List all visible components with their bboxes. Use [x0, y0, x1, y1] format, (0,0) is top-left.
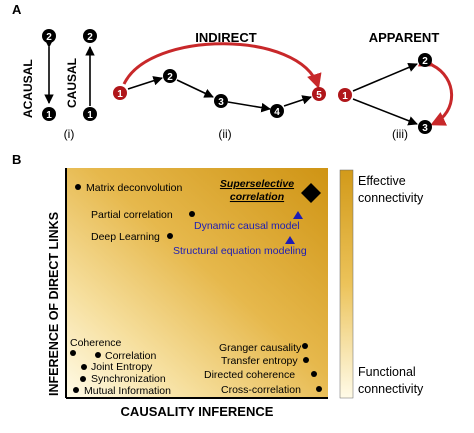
- apparent-node-2: [418, 53, 432, 67]
- indirect-edge-4-5: [283, 95, 312, 107]
- indirect-node-2-label: 2: [167, 72, 173, 83]
- causal-node-1-label: 1: [87, 110, 93, 121]
- apparent-node-2-label: 2: [422, 56, 428, 67]
- method-dot: [311, 371, 317, 377]
- method-correlation: Correlation: [105, 350, 157, 362]
- colorbar-top-label-1: Effective: [358, 174, 406, 188]
- indirect-node-1: [113, 86, 127, 100]
- method-dot: [70, 350, 76, 356]
- indirect-node-3-label: 3: [218, 97, 224, 108]
- method-dot: [73, 387, 79, 393]
- colorbar-bottom-label-2: connectivity: [358, 382, 424, 396]
- apparent-edge-1-2: [352, 62, 418, 92]
- causal-node-1: [83, 107, 97, 121]
- method-dot: [189, 211, 195, 217]
- acausal-node-2-label: 2: [46, 32, 52, 43]
- sem-triangle-icon: [285, 236, 295, 244]
- y-axis-label: INFERENCE OF DIRECT LINKS: [47, 212, 61, 396]
- indirect-node-5-label: 5: [316, 90, 322, 101]
- panel-a-label: A: [12, 2, 22, 17]
- method-cross-correlation: Cross-correlation: [221, 384, 301, 396]
- causal-node-2-label: 2: [87, 32, 93, 43]
- colorbar-bottom-label-1: Functional: [358, 365, 416, 379]
- apparent-node-1-label: 1: [342, 91, 348, 102]
- method-map-background: [66, 168, 328, 398]
- connectivity-colorbar: [339, 169, 354, 399]
- indirect-red-arc: [122, 42, 322, 89]
- method-partial-correlation: Partial correlation: [91, 209, 173, 221]
- apparent-label: APPARENT: [369, 30, 440, 45]
- method-dot: [81, 364, 87, 370]
- dcm-triangle-icon: [293, 211, 303, 219]
- method-joint-entropy: Joint Entropy: [91, 361, 153, 373]
- method-dot: [80, 376, 86, 382]
- method-structural-equation-modeling: Structural equation modeling: [173, 245, 307, 257]
- method-coherence: Coherence: [70, 337, 122, 349]
- caption-ii: (ii): [218, 127, 231, 141]
- indirect-node-2: [163, 69, 177, 83]
- method-superselective-line1: Superselective: [220, 178, 294, 190]
- method-dynamic-causal-model: Dynamic causal model: [194, 220, 300, 232]
- causal-node-2: [83, 29, 97, 43]
- indirect-node-4-label: 4: [274, 107, 280, 118]
- indirect-edge-2-3: [176, 79, 214, 98]
- method-synchronization: Synchronization: [91, 373, 166, 385]
- method-superselective-line2: correlation: [230, 191, 284, 203]
- acausal-node-1-label: 1: [46, 110, 52, 121]
- method-dot: [95, 352, 101, 358]
- method-dot: [303, 357, 309, 363]
- indirect-label: INDIRECT: [195, 30, 256, 45]
- caption-i: (i): [64, 127, 75, 141]
- apparent-node-3-label: 3: [422, 123, 428, 134]
- indirect-node-4: [270, 104, 284, 118]
- acausal-node-2: [42, 29, 56, 43]
- colorbar-top-label-2: connectivity: [358, 191, 424, 205]
- indirect-node-3: [214, 94, 228, 108]
- apparent-node-1: [338, 88, 352, 102]
- apparent-edge-1-3: [352, 98, 418, 126]
- method-directed-coherence: Directed coherence: [204, 369, 295, 381]
- caption-iii: (iii): [392, 127, 408, 141]
- method-mutual-information: Mutual Information: [84, 385, 171, 397]
- method-matrix-deconvolution: Matrix deconvolution: [86, 182, 182, 194]
- superselective-diamond-icon: [301, 183, 321, 203]
- method-deep-learning: Deep Learning: [91, 231, 160, 243]
- method-dot: [75, 184, 81, 190]
- acausal-label: ACAUSAL: [21, 59, 35, 118]
- panel-b-label: B: [12, 152, 21, 167]
- method-transfer-entropy: Transfer entropy: [221, 355, 298, 367]
- indirect-edge-3-4: [227, 101, 271, 113]
- indirect-node-1-label: 1: [117, 89, 123, 100]
- apparent-red-arc: [417, 52, 454, 126]
- apparent-node-3: [418, 120, 432, 134]
- indirect-node-5: [312, 87, 326, 101]
- method-dot: [302, 343, 308, 349]
- method-dot: [167, 233, 173, 239]
- method-dot: [316, 386, 322, 392]
- acausal-node-1: [42, 107, 56, 121]
- causal-label: CAUSAL: [65, 58, 79, 108]
- x-axis-label: CAUSALITY INFERENCE: [121, 404, 274, 419]
- indirect-edge-1-2: [127, 76, 163, 90]
- method-granger-causality: Granger causality: [219, 342, 302, 354]
